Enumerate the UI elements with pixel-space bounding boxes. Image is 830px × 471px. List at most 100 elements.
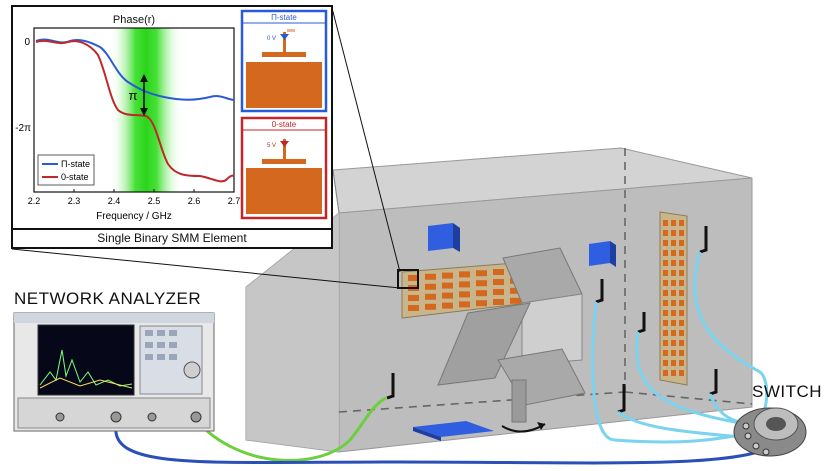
smm-side-cell <box>671 370 676 376</box>
smm-cell <box>493 269 504 275</box>
smm-side-cell <box>663 290 668 296</box>
plot-frame <box>33 27 235 193</box>
zoom-line-2 <box>11 248 401 289</box>
smm-side-cell <box>663 320 668 326</box>
smm-side-cell <box>671 300 676 306</box>
smm-side-cell <box>663 310 668 316</box>
smm-side-cell <box>671 340 676 346</box>
smm-cell <box>476 270 487 277</box>
smm-side-cell <box>679 330 684 336</box>
smm-cell <box>442 282 453 289</box>
smm-side-cell <box>663 240 668 246</box>
smm-side-cell <box>663 220 668 226</box>
smm-side-cell <box>679 240 684 246</box>
smm-cell <box>408 305 419 311</box>
smm-side-cell <box>679 270 684 276</box>
smm-side-cell <box>671 260 676 266</box>
room-dashed-floor-edge-2 <box>624 391 753 405</box>
highlighted-element-box <box>397 269 419 289</box>
smm-side-cell <box>671 290 676 296</box>
smm-cell <box>459 271 470 278</box>
smm-cell <box>442 272 453 279</box>
smm-cell <box>425 303 436 310</box>
zoom-line-1 <box>331 7 401 273</box>
smm-side-cell <box>663 340 668 346</box>
plot-title: Phase(r) <box>113 14 155 26</box>
smm-side-cell <box>671 270 676 276</box>
pi-annotation: π <box>129 88 138 103</box>
network-analyzer <box>13 312 215 432</box>
smm-cell <box>459 291 470 298</box>
cables-cyan <box>591 251 769 444</box>
zero-state-box: 0-state 5 V <box>240 116 328 220</box>
smm-side-cell <box>679 290 684 296</box>
smm-side-cell <box>671 360 676 366</box>
x-tick-label: 2.4 <box>108 196 121 206</box>
smm-side-cell <box>679 370 684 376</box>
smm-side-cell <box>679 300 684 306</box>
smm-cell <box>493 279 504 285</box>
cable-blue <box>114 424 780 465</box>
room-dashed-top-edge <box>332 169 340 214</box>
smm-side-cell <box>679 350 684 356</box>
smm-side-cell <box>671 320 676 326</box>
smm-side-cell <box>663 230 668 236</box>
x-tick-label: 2.7 <box>228 196 241 206</box>
smm-cell <box>425 273 436 280</box>
smm-side-cell <box>671 230 676 236</box>
x-tick-label: 2.5 <box>148 196 161 206</box>
smm-cell <box>493 289 504 295</box>
absorber-cube-1 <box>428 223 460 252</box>
pi-state-voltage: 0 V <box>267 36 276 42</box>
smm-cell <box>476 300 487 307</box>
smm-side-cell <box>679 250 684 256</box>
switch-label: SWITCH <box>752 382 823 401</box>
x-tick-label: 2.2 <box>28 196 41 206</box>
smm-side-cell <box>663 270 668 276</box>
ytick-0: 0 <box>24 37 30 48</box>
smm-side-cell <box>671 350 676 356</box>
inset-caption: Single Binary SMM Element <box>97 231 247 245</box>
absorber-cube-2 <box>589 241 616 267</box>
zero-state-curve <box>35 39 235 183</box>
smm-side-cell <box>679 320 684 326</box>
absorber-floor-plate <box>413 421 494 441</box>
smm-side-cell <box>679 360 684 366</box>
zero-state-title: 0-state <box>272 120 297 129</box>
smm-side-cell <box>663 250 668 256</box>
smm-cell <box>408 295 419 301</box>
smm-cell <box>476 280 487 287</box>
pi-state-title: Π-state <box>271 13 297 22</box>
legend-box <box>37 154 95 186</box>
mode-stirrer <box>437 247 586 433</box>
rf-switch <box>733 407 807 457</box>
legend-pi-state: Π-state <box>61 159 90 169</box>
smm-side-cell <box>663 280 668 286</box>
x-tick-label: 2.6 <box>188 196 201 206</box>
smm-side-cell <box>671 250 676 256</box>
smm-cell <box>408 275 419 281</box>
smm-side-cell <box>663 330 668 336</box>
smm-cell <box>510 287 521 294</box>
zero-state-voltage: 5 V <box>267 143 276 149</box>
smm-side-cell <box>671 310 676 316</box>
network-analyzer-label: NETWORK ANALYZER <box>14 289 202 308</box>
smm-panel-side <box>659 211 688 386</box>
smm-side-cell <box>679 310 684 316</box>
smm-side-cell <box>679 260 684 266</box>
smm-cell <box>459 281 470 288</box>
room-dashed-floor-edge <box>338 391 626 413</box>
smm-side-cell <box>679 280 684 286</box>
pi-state-box: Π-state 0 V <box>240 9 328 113</box>
smm-side-cell <box>663 350 668 356</box>
smm-cell <box>425 293 436 300</box>
smm-cell <box>459 301 470 308</box>
smm-side-cell <box>663 370 668 376</box>
antennas <box>386 226 718 414</box>
smm-cell <box>510 297 521 304</box>
x-tick-label: 2.3 <box>68 196 81 206</box>
smm-side-cell <box>671 240 676 246</box>
smm-cell <box>442 292 453 299</box>
